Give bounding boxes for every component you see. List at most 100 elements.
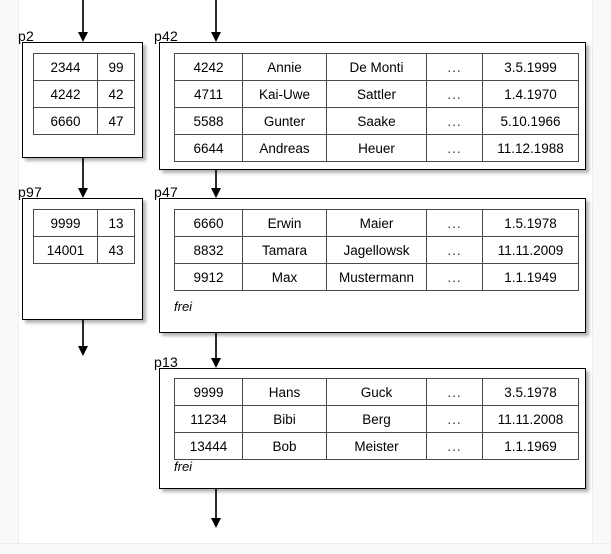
- table-row: 5588 Gunter Saake ... 5.10.1966: [174, 107, 579, 135]
- page-label-p2: p2: [18, 28, 34, 44]
- record-more: ...: [426, 236, 483, 264]
- record-last-name: Berg: [326, 405, 427, 433]
- record-date: 3.5.1978: [482, 378, 579, 406]
- record-date: 1.4.1970: [482, 80, 579, 108]
- page-label-p42: p42: [154, 28, 178, 44]
- record-first-name: Andreas: [242, 134, 327, 162]
- table-row: 4242 Annie De Monti ... 3.5.1999: [174, 53, 579, 81]
- record-first-name: Erwin: [242, 209, 327, 237]
- arrow-p42-to-p47: [209, 170, 223, 198]
- record-first-name: Max: [242, 263, 327, 291]
- record-id: 11234: [174, 405, 243, 433]
- record-date: 11.11.2009: [482, 236, 579, 264]
- record-last-name: Guck: [326, 378, 427, 406]
- page-label-p13: p13: [154, 354, 178, 370]
- record-first-name: Tamara: [242, 236, 327, 264]
- record-first-name: Hans: [242, 378, 327, 406]
- record-id: 8832: [174, 236, 243, 264]
- record-date: 11.11.2008: [482, 405, 579, 433]
- record-first-name: Bibi: [242, 405, 327, 433]
- record-first-name: Annie: [242, 53, 327, 81]
- record-date: 11.12.1988: [482, 134, 579, 162]
- arrow-p47-to-p13: [209, 333, 223, 368]
- table-row: 14001 43: [33, 236, 135, 264]
- arrow-into-p42: [209, 0, 223, 42]
- index-entries-table-p2: 2344 99 4242 42 6660 47: [33, 53, 135, 135]
- record-last-name: Meister: [326, 432, 427, 460]
- page-label-p97: p97: [18, 184, 42, 200]
- records-table-p13: 9999 Hans Guck ... 3.5.1978 11234 Bibi B…: [174, 378, 579, 460]
- record-last-name: Maier: [326, 209, 427, 237]
- index-key: 4242: [33, 80, 98, 108]
- index-key: 9999: [33, 209, 98, 237]
- record-more: ...: [426, 80, 483, 108]
- right-margin-band: [592, 0, 611, 554]
- page-label-p47: p47: [154, 184, 178, 200]
- record-last-name: Saake: [326, 107, 427, 135]
- page-block-p42[interactable]: 4242 Annie De Monti ... 3.5.1999 4711 Ka…: [159, 42, 586, 170]
- record-last-name: Jagellowsk: [326, 236, 427, 264]
- page-block-p2[interactable]: 2344 99 4242 42 6660 47: [22, 42, 143, 158]
- table-row: 4711 Kai-Uwe Sattler ... 1.4.1970: [174, 80, 579, 108]
- index-pointer: 99: [97, 53, 135, 81]
- record-more: ...: [426, 263, 483, 291]
- table-row: 6644 Andreas Heuer ... 11.12.1988: [174, 134, 579, 162]
- arrow-into-p2: [76, 0, 90, 42]
- index-pointer: 42: [97, 80, 135, 108]
- index-entries-table-p97: 9999 13 14001 43: [33, 209, 135, 264]
- record-date: 1.1.1969: [482, 432, 579, 460]
- record-date: 1.1.1949: [482, 263, 579, 291]
- table-row: 9912 Max Mustermann ... 1.1.1949: [174, 263, 579, 291]
- record-id: 6660: [174, 209, 243, 237]
- record-id: 5588: [174, 107, 243, 135]
- record-first-name: Gunter: [242, 107, 327, 135]
- records-table-p47: 6660 Erwin Maier ... 1.5.1978 8832 Tamar…: [174, 209, 579, 291]
- record-date: 3.5.1999: [482, 53, 579, 81]
- index-pointer: 13: [97, 209, 135, 237]
- record-more: ...: [426, 107, 483, 135]
- record-date: 1.5.1978: [482, 209, 579, 237]
- index-key: 14001: [33, 236, 98, 264]
- table-row: 6660 Erwin Maier ... 1.5.1978: [174, 209, 579, 237]
- record-more: ...: [426, 432, 483, 460]
- record-more: ...: [426, 405, 483, 433]
- record-first-name: Bob: [242, 432, 327, 460]
- record-id: 4711: [174, 80, 243, 108]
- records-table-p42: 4242 Annie De Monti ... 3.5.1999 4711 Ka…: [174, 53, 579, 162]
- arrow-p2-to-p97: [76, 158, 90, 198]
- free-space-label-p13: frei: [174, 459, 193, 474]
- record-id: 13444: [174, 432, 243, 460]
- table-row: 11234 Bibi Berg ... 11.11.2008: [174, 405, 579, 433]
- record-first-name: Kai-Uwe: [242, 80, 327, 108]
- record-more: ...: [426, 53, 483, 81]
- page-block-p47[interactable]: 6660 Erwin Maier ... 1.5.1978 8832 Tamar…: [159, 198, 586, 333]
- index-key: 2344: [33, 53, 98, 81]
- arrow-p13-downward: [209, 489, 223, 528]
- record-last-name: De Monti: [326, 53, 427, 81]
- record-last-name: Mustermann: [326, 263, 427, 291]
- record-more: ...: [426, 209, 483, 237]
- page-block-p97[interactable]: 9999 13 14001 43: [22, 198, 143, 320]
- record-more: ...: [426, 134, 483, 162]
- record-last-name: Sattler: [326, 80, 427, 108]
- index-pointer: 47: [97, 107, 135, 135]
- free-space-label-p47: frei: [174, 299, 193, 314]
- left-margin-band: [0, 0, 19, 554]
- record-id: 6644: [174, 134, 243, 162]
- record-more: ...: [426, 378, 483, 406]
- table-row: 8832 Tamara Jagellowsk ... 11.11.2009: [174, 236, 579, 264]
- table-row: 6660 47: [33, 107, 135, 135]
- table-row: 9999 Hans Guck ... 3.5.1978: [174, 378, 579, 406]
- record-date: 5.10.1966: [482, 107, 579, 135]
- table-row: 2344 99: [33, 53, 135, 81]
- page-block-p13[interactable]: 9999 Hans Guck ... 3.5.1978 11234 Bibi B…: [159, 368, 586, 489]
- record-last-name: Heuer: [326, 134, 427, 162]
- record-id: 9999: [174, 378, 243, 406]
- bottom-margin-band: [0, 543, 611, 554]
- record-id: 4242: [174, 53, 243, 81]
- table-row: 9999 13: [33, 209, 135, 237]
- table-row: 4242 42: [33, 80, 135, 108]
- table-row: 13444 Bob Meister ... 1.1.1969: [174, 432, 579, 460]
- record-id: 9912: [174, 263, 243, 291]
